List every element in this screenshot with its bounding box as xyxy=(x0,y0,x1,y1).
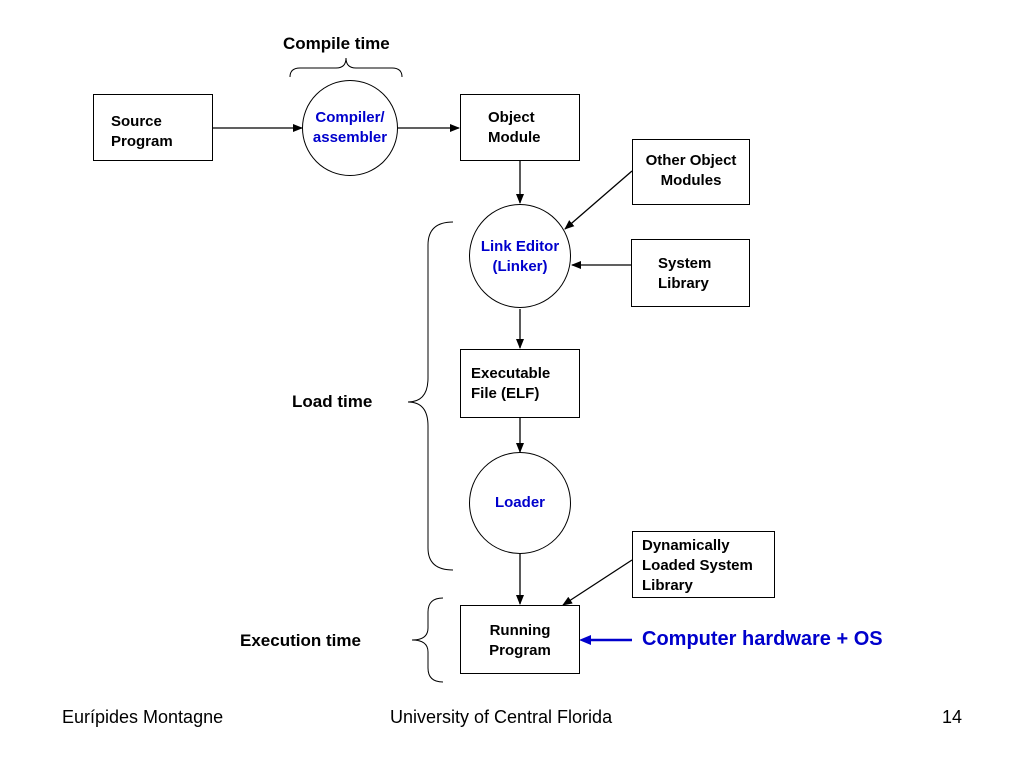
loader-node xyxy=(469,452,571,554)
running-program-box xyxy=(460,605,580,674)
load-time-label: Load time xyxy=(292,392,373,411)
execution-time-label: Execution time xyxy=(240,631,361,650)
link-editor-label: Link Editor(Linker) xyxy=(480,238,560,275)
compiler-node xyxy=(302,80,398,176)
object-module-box xyxy=(460,94,580,161)
source-program-box xyxy=(93,94,213,161)
executable-file-box xyxy=(460,349,580,418)
link-editor-node xyxy=(469,204,571,308)
footer-institution: University of Central Florida xyxy=(390,707,613,727)
footer-author: Eurípides Montagne xyxy=(62,707,224,727)
hardware-os-label: Computer hardware + OS xyxy=(642,628,883,650)
loader-label: Loader xyxy=(494,494,545,511)
compiler-label: Compiler/assembler xyxy=(312,109,388,146)
arrow-dynamic-library-to-running xyxy=(562,559,633,606)
brace-compile-time xyxy=(289,57,403,78)
arrow-other-modules-to-linker xyxy=(564,170,633,230)
other-object-modules-box xyxy=(632,139,750,205)
brace-execution-time xyxy=(411,597,444,683)
compile-time-label: Compile time xyxy=(283,34,390,53)
dynamic-library-box xyxy=(632,531,775,598)
system-library-box xyxy=(631,239,750,307)
brace-load-time xyxy=(407,221,454,571)
footer-page-number: 14 xyxy=(942,707,963,727)
